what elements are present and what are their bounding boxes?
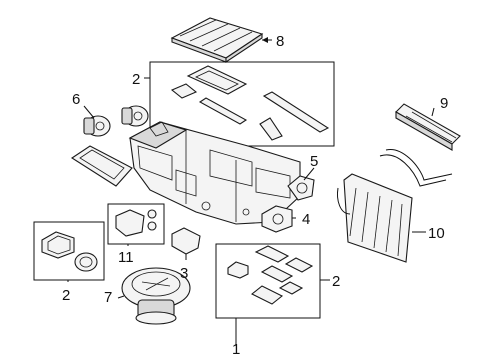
seal-kit-bottom-frame <box>215 243 321 319</box>
seal-kit-left-frame <box>33 221 105 281</box>
cabin-air-filter <box>170 17 264 64</box>
seal-kit-left <box>33 221 105 281</box>
seal-kit-top-frame <box>149 61 335 147</box>
blower-motor <box>121 267 191 325</box>
callout-5: 5 <box>310 153 318 170</box>
blower-connector <box>171 227 201 255</box>
callout-7: 7 <box>104 289 112 306</box>
seal-kit-top <box>149 61 335 147</box>
evaporator-core <box>337 173 413 263</box>
callout-1: 1 <box>232 341 240 358</box>
seal-kit-bottom <box>215 243 321 319</box>
callout-10: 10 <box>428 225 445 242</box>
actuator-motor-right <box>121 105 149 127</box>
callout-2-bottom-left: 2 <box>62 287 70 304</box>
callout-3: 3 <box>180 265 188 282</box>
callout-11: 11 <box>118 249 134 266</box>
heater-core <box>379 103 461 187</box>
blower-resistor-kit <box>107 203 165 245</box>
callout-2-top: 2 <box>132 71 140 88</box>
callout-8: 8 <box>276 33 284 50</box>
callout-2-bottom-right: 2 <box>332 273 340 290</box>
leader-lines <box>67 37 435 346</box>
duct-gasket <box>70 145 133 187</box>
hvac-housing <box>128 121 301 225</box>
resistor-kit-frame <box>107 203 165 245</box>
callout-4: 4 <box>302 211 310 228</box>
actuator-motor-left <box>83 115 111 137</box>
actuator-5 <box>287 175 315 201</box>
callout-9: 9 <box>440 95 448 112</box>
actuator-4 <box>261 205 293 233</box>
callout-6: 6 <box>72 91 80 108</box>
